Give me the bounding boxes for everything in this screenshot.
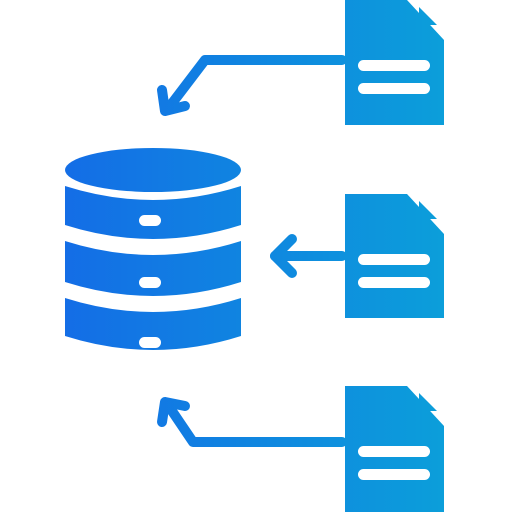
text-line [358,446,430,457]
arrow-icon-middle [270,234,347,278]
database-slot-2 [139,277,161,288]
arrow-icon-bottom [157,397,347,447]
text-line [358,60,430,71]
page-fold [419,7,437,25]
database-icon [65,148,241,350]
page-fold [419,201,437,219]
document-icon-top [345,0,444,125]
text-line [358,83,430,94]
text-line [358,277,430,288]
text-line [358,254,430,265]
database-slot-3 [139,337,161,348]
document-icon-middle [345,194,444,318]
page-fold [419,393,437,411]
database-slot-1 [139,215,161,226]
document-icon-bottom [345,386,444,512]
text-line [358,469,430,480]
arrow-icon-top [157,55,347,116]
